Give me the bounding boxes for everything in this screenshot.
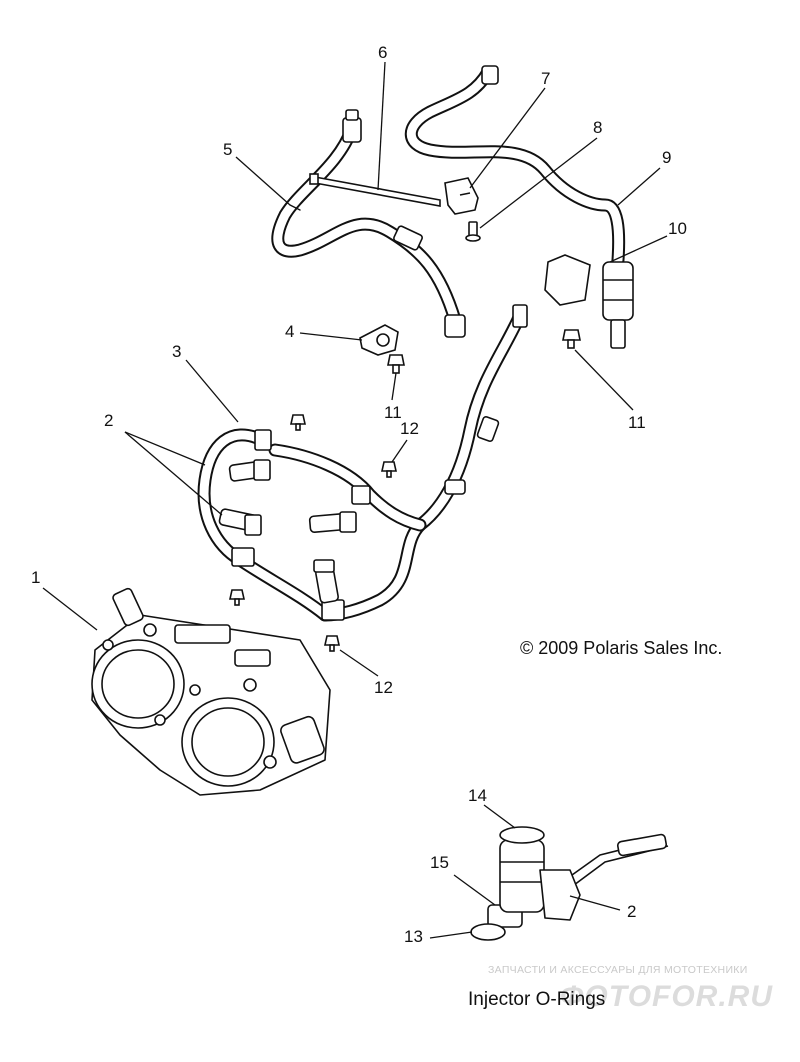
callout-13: 13 xyxy=(404,927,423,946)
watermark-tagline: ЗАПЧАСТИ И АКСЕССУАРЫ ДЛЯ МОТОТЕХНИКИ xyxy=(488,964,748,976)
callout-5: 5 xyxy=(223,140,232,159)
callout-12-lower: 12 xyxy=(374,678,393,697)
screw-8 xyxy=(465,221,481,242)
fuel-hose-9 xyxy=(404,65,626,267)
callout-labels: 1 2 3 4 5 6 7 8 9 10 11 11 12 12 13 14 1… xyxy=(31,43,687,946)
callout-8: 8 xyxy=(593,118,602,137)
callout-9: 9 xyxy=(662,148,671,167)
injector-b xyxy=(218,508,262,536)
throttle-body-1 xyxy=(91,587,331,796)
callout-7: 7 xyxy=(541,69,550,88)
hose-clamp-4 xyxy=(359,324,399,356)
callout-4: 4 xyxy=(285,322,294,341)
copyright-text: © 2009 Polaris Sales Inc. xyxy=(520,638,722,658)
callout-11-right: 11 xyxy=(628,413,646,432)
fuel-filter-10 xyxy=(544,254,634,349)
screw-11-left xyxy=(387,354,405,374)
screw-11-right xyxy=(562,329,581,349)
inset-injector xyxy=(470,826,669,941)
screw-12-d xyxy=(324,635,340,652)
injector-a xyxy=(228,459,271,482)
cable-tie-6 xyxy=(309,173,441,207)
inset-caption: Injector O-Rings xyxy=(468,989,605,1010)
callout-15: 15 xyxy=(430,853,449,872)
inset-leader-lines xyxy=(429,804,621,939)
screw-12-b xyxy=(381,461,397,478)
callout-6: 6 xyxy=(378,43,387,62)
callout-11-left: 11 xyxy=(384,403,402,422)
watermark-logo: ФОТОFOR.RU xyxy=(560,980,773,1013)
callout-3: 3 xyxy=(172,342,181,361)
injector-d xyxy=(313,559,339,604)
callout-14: 14 xyxy=(468,786,487,805)
bracket-7 xyxy=(444,177,479,215)
fuel-hose-5 xyxy=(271,109,466,338)
leader-lines xyxy=(42,61,668,677)
callout-2: 2 xyxy=(104,411,113,430)
screw-12-c xyxy=(229,589,245,606)
injector-c xyxy=(308,511,357,534)
callout-10: 10 xyxy=(668,219,687,238)
screw-12-a xyxy=(290,414,306,431)
callout-2-inset: 2 xyxy=(627,902,636,921)
callout-12-upper: 12 xyxy=(400,419,419,438)
fuel-rail-3 xyxy=(197,304,528,622)
callout-1: 1 xyxy=(31,568,40,587)
